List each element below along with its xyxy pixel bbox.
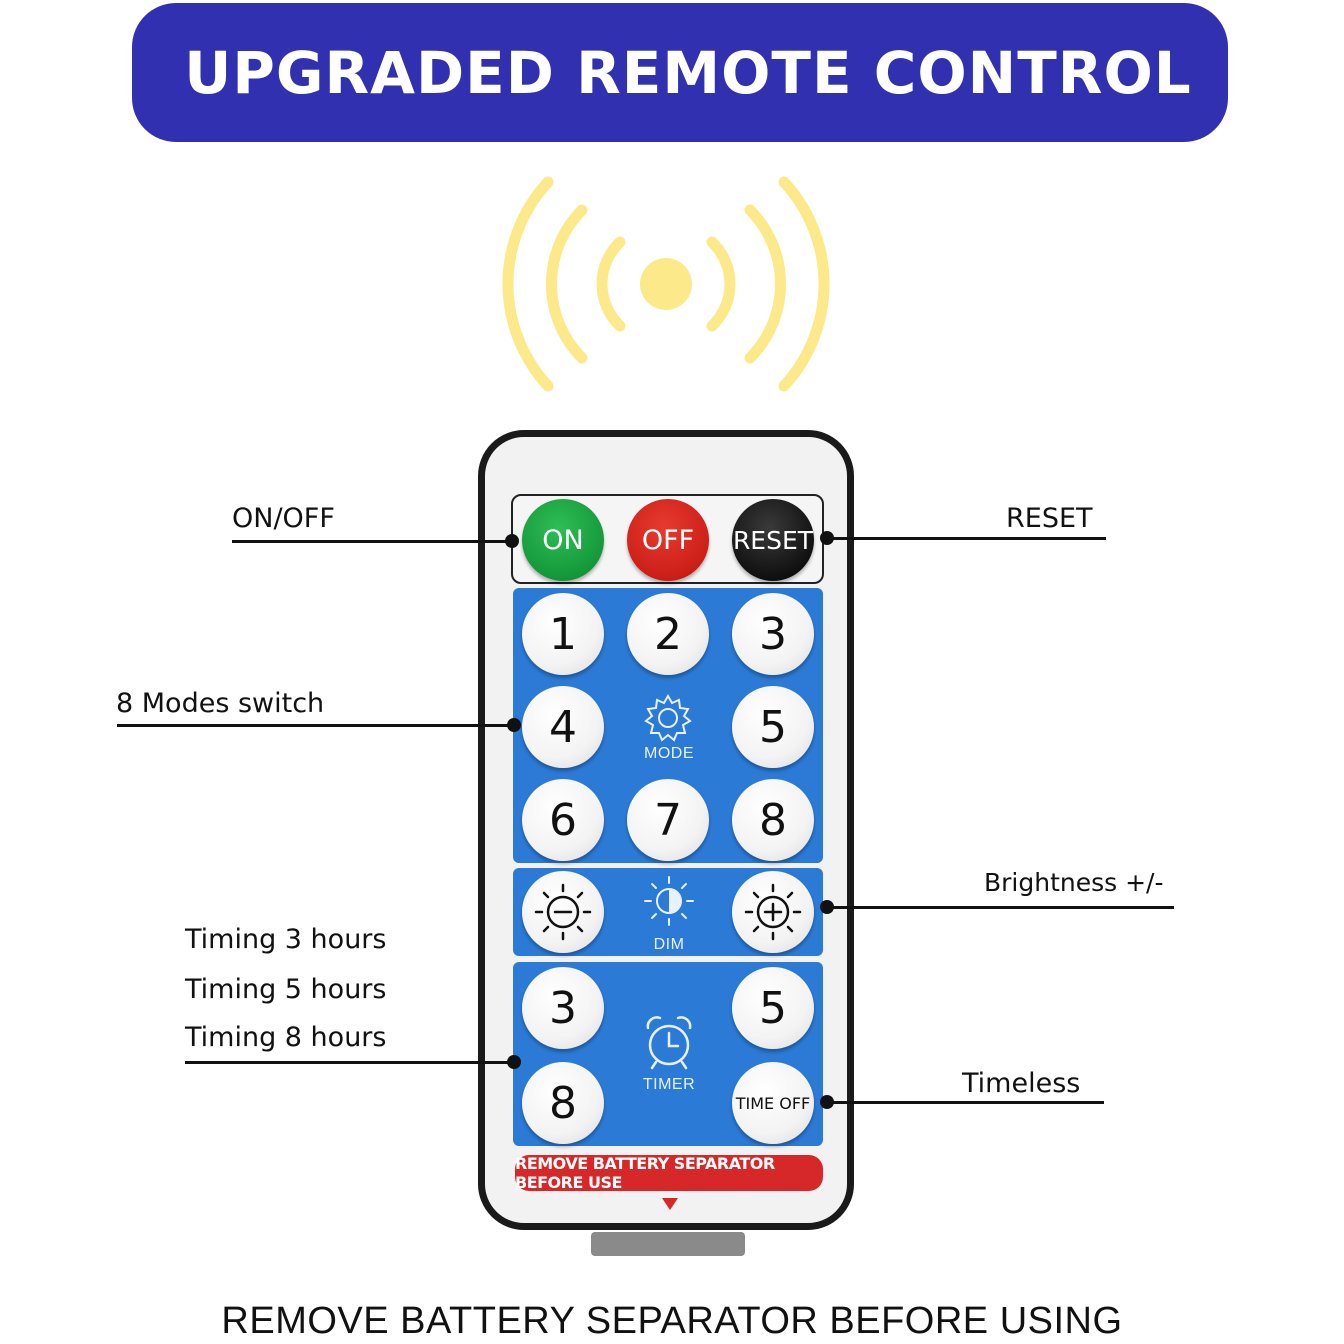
brightness-plus-icon — [744, 883, 802, 941]
on-button[interactable]: ON — [522, 499, 604, 581]
callout-on-off: ON/OFF — [232, 503, 335, 534]
callout-reset: RESET — [1006, 503, 1093, 534]
callout-timing-8: Timing 8 hours — [185, 1022, 387, 1053]
callout-line — [117, 724, 515, 727]
callout-dot — [505, 534, 519, 548]
timer-5h-label: 5 — [759, 982, 787, 1034]
callout-line — [826, 1101, 1104, 1104]
callout-dot — [507, 1055, 521, 1069]
mode-button-label: 2 — [654, 608, 682, 660]
mode-button-8[interactable]: 8 — [732, 779, 814, 861]
gear-icon — [644, 693, 692, 742]
mode-button-7[interactable]: 7 — [627, 779, 709, 861]
timer-5h-button[interactable]: 5 — [732, 967, 814, 1049]
time-off-button[interactable]: TIME OFF — [732, 1062, 814, 1144]
mode-button-4[interactable]: 4 — [522, 686, 604, 768]
brightness-up-button[interactable] — [732, 871, 814, 953]
callout-dot — [820, 900, 834, 914]
timer-3h-label: 3 — [549, 982, 577, 1034]
mode-button-3[interactable]: 3 — [732, 593, 814, 675]
callout-dot — [820, 1095, 834, 1109]
mode-button-2[interactable]: 2 — [627, 593, 709, 675]
mode-button-label: 7 — [654, 794, 682, 846]
dim-label: DIM — [653, 936, 685, 953]
callout-timing-3: Timing 3 hours — [185, 924, 387, 955]
remote-stand — [591, 1232, 745, 1256]
brightness-down-button[interactable] — [522, 871, 604, 953]
callout-timing-5: Timing 5 hours — [185, 974, 387, 1005]
footer-note: REMOVE BATTERY SEPARATOR BEFORE USING — [221, 1300, 1123, 1342]
off-button-label: OFF — [641, 524, 695, 556]
alarm-clock-icon — [646, 1016, 692, 1070]
mode-button-label: 6 — [549, 794, 577, 846]
timer-3h-button[interactable]: 3 — [522, 967, 604, 1049]
battery-separator-text: REMOVE BATTERY SEPARATOR BEFORE USE — [515, 1154, 775, 1192]
callout-line — [185, 1061, 515, 1064]
mode-button-label: 5 — [759, 701, 787, 753]
on-button-label: ON — [542, 524, 584, 556]
off-button[interactable]: OFF — [627, 499, 709, 581]
mode-button-label: 8 — [759, 794, 787, 846]
mode-button-label: 4 — [549, 701, 577, 753]
banner-title: UPGRADED REMOTE CONTROL — [184, 38, 1192, 107]
time-off-label: TIME OFF — [735, 1093, 811, 1113]
mode-button-5[interactable]: 5 — [732, 686, 814, 768]
timer-label: TIMER — [642, 1076, 696, 1093]
mode-label: MODE — [644, 745, 694, 762]
callout-line — [232, 540, 512, 543]
mode-button-label: 1 — [549, 608, 577, 660]
mode-button-label: 3 — [759, 608, 787, 660]
battery-separator-note: REMOVE BATTERY SEPARATOR BEFORE USE — [515, 1154, 823, 1192]
callout-dot — [507, 718, 521, 732]
dim-icon — [644, 876, 694, 926]
mode-button-1[interactable]: 1 — [522, 593, 604, 675]
mode-button-6[interactable]: 6 — [522, 779, 604, 861]
down-arrow-icon — [662, 1198, 678, 1210]
callout-line — [826, 906, 1174, 909]
callout-timeless: Timeless — [962, 1068, 1081, 1099]
timer-8h-label: 8 — [549, 1077, 577, 1129]
callout-line — [826, 537, 1106, 540]
callout-dot — [820, 531, 834, 545]
reset-button-label: RESET — [732, 525, 814, 555]
title-banner: UPGRADED REMOTE CONTROL — [132, 3, 1228, 142]
reset-button[interactable]: RESET — [732, 499, 814, 581]
callout-modes: 8 Modes switch — [116, 688, 325, 719]
signal-waves-icon — [502, 176, 830, 392]
timer-8h-button[interactable]: 8 — [522, 1062, 604, 1144]
callout-brightness: Brightness +/- — [984, 868, 1164, 897]
brightness-minus-icon — [534, 883, 592, 941]
